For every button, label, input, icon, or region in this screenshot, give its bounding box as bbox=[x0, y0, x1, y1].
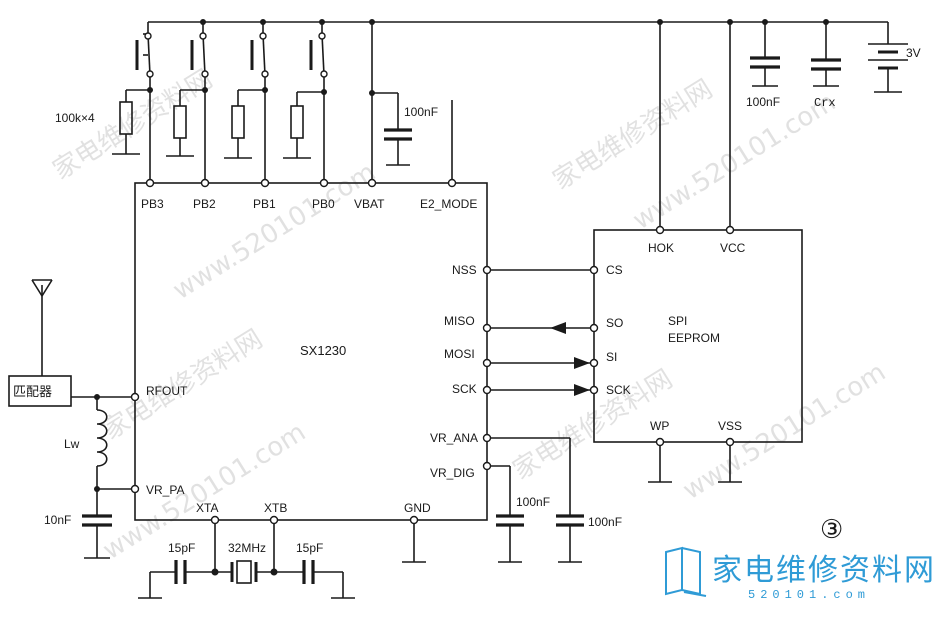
pin-si-label: SI bbox=[606, 350, 617, 364]
pin-vrpa-label: VR_PA bbox=[146, 483, 184, 497]
figure-number: ③ bbox=[820, 515, 843, 545]
pin-mosi-label: MOSI bbox=[444, 347, 475, 361]
pin-pb0-label: PB0 bbox=[312, 197, 335, 211]
pin-rfout-label: RFOUT bbox=[146, 384, 188, 398]
battery-label: 3V bbox=[906, 46, 921, 60]
pin-xta-label: XTA bbox=[196, 501, 218, 515]
pin-xtb-label: XTB bbox=[264, 501, 287, 515]
watermark-url: www.520101.com bbox=[98, 417, 311, 566]
crystal-section: 15pF 32MHz 15pF bbox=[138, 523, 355, 599]
pin-nss-label: NSS bbox=[452, 263, 477, 277]
book-icon bbox=[665, 546, 707, 597]
spi-eeprom-chip: SPI EEPROM HOK VCC CS SO SI SCK WP VSS bbox=[589, 22, 803, 483]
regulator-decoupling: 100nF 100nF bbox=[402, 437, 622, 563]
spi-bus bbox=[490, 269, 591, 396]
sx1230-chip: SX1230 PB3 PB2 PB1 PB0 VBAT E2_MODE NSS … bbox=[130, 178, 492, 525]
cap-vrdig-label: 100nF bbox=[516, 495, 550, 509]
matcher-label: 匹配器 bbox=[13, 385, 52, 400]
cap-supply-label: 100nF bbox=[746, 95, 780, 109]
pin-vrana-label: VR_ANA bbox=[430, 431, 478, 445]
eeprom-title-line1: SPI bbox=[668, 314, 687, 328]
watermark-url: www.520101.com bbox=[678, 357, 891, 506]
chip-name: SX1230 bbox=[300, 343, 346, 358]
inductor-label: Lw bbox=[64, 437, 80, 451]
pin-so-label: SO bbox=[606, 316, 623, 330]
pin-sck-label: SCK bbox=[452, 382, 477, 396]
pin-cs-label: CS bbox=[606, 263, 623, 277]
xtal-cap-left-label: 15pF bbox=[168, 541, 195, 555]
pin-pb3-label: PB3 bbox=[141, 197, 164, 211]
site-url-text: 520101.com bbox=[748, 588, 870, 602]
pin-hok-label: HOK bbox=[648, 241, 674, 255]
pulldown-resistors: 100k×4 bbox=[55, 87, 327, 159]
pin-e2mode-label: E2_MODE bbox=[420, 197, 477, 211]
xtal-cap-right-label: 15pF bbox=[296, 541, 323, 555]
pin-pb1-label: PB1 bbox=[253, 197, 276, 211]
pin-vbat-label: VBAT bbox=[354, 197, 385, 211]
supply-section: 100nF Crx 3V bbox=[746, 22, 921, 110]
rf-section: 匹配器 Lw 10nF bbox=[8, 279, 132, 559]
cap-crx-label: Crx bbox=[814, 96, 836, 110]
pin-vcc-label: VCC bbox=[720, 241, 746, 255]
site-name-text: 家电维修资料网 bbox=[712, 553, 936, 588]
crystal-label: 32MHz bbox=[228, 541, 266, 555]
cap-vbat-label: 100nF bbox=[404, 105, 438, 119]
pushbutton-pb3 bbox=[135, 22, 154, 182]
eeprom-title-line2: EEPROM bbox=[668, 331, 720, 345]
site-logo: 家电维修资料网 520101.com bbox=[665, 546, 936, 602]
pin-eeprom-sck-label: SCK bbox=[606, 383, 631, 397]
pin-pb2-label: PB2 bbox=[193, 197, 216, 211]
pin-miso-label: MISO bbox=[444, 314, 475, 328]
pin-gnd-label: GND bbox=[404, 501, 431, 515]
push-buttons bbox=[135, 22, 328, 182]
resistor-value-label: 100k×4 bbox=[55, 111, 95, 125]
cap-vrana-label: 100nF bbox=[588, 515, 622, 529]
pin-vrdig-label: VR_DIG bbox=[430, 466, 475, 480]
pushbutton-pb0 bbox=[309, 22, 328, 182]
supply-rail bbox=[148, 19, 888, 25]
pin-vss-label: VSS bbox=[718, 419, 742, 433]
pin-wp-label: WP bbox=[650, 419, 669, 433]
pushbutton-pb1 bbox=[250, 22, 269, 182]
vbat-decoupling: 100nF bbox=[369, 22, 453, 182]
cap-vrpa-label: 10nF bbox=[44, 513, 71, 527]
watermark-url: www.520101.com bbox=[168, 157, 381, 306]
pushbutton-pb2 bbox=[190, 22, 209, 182]
